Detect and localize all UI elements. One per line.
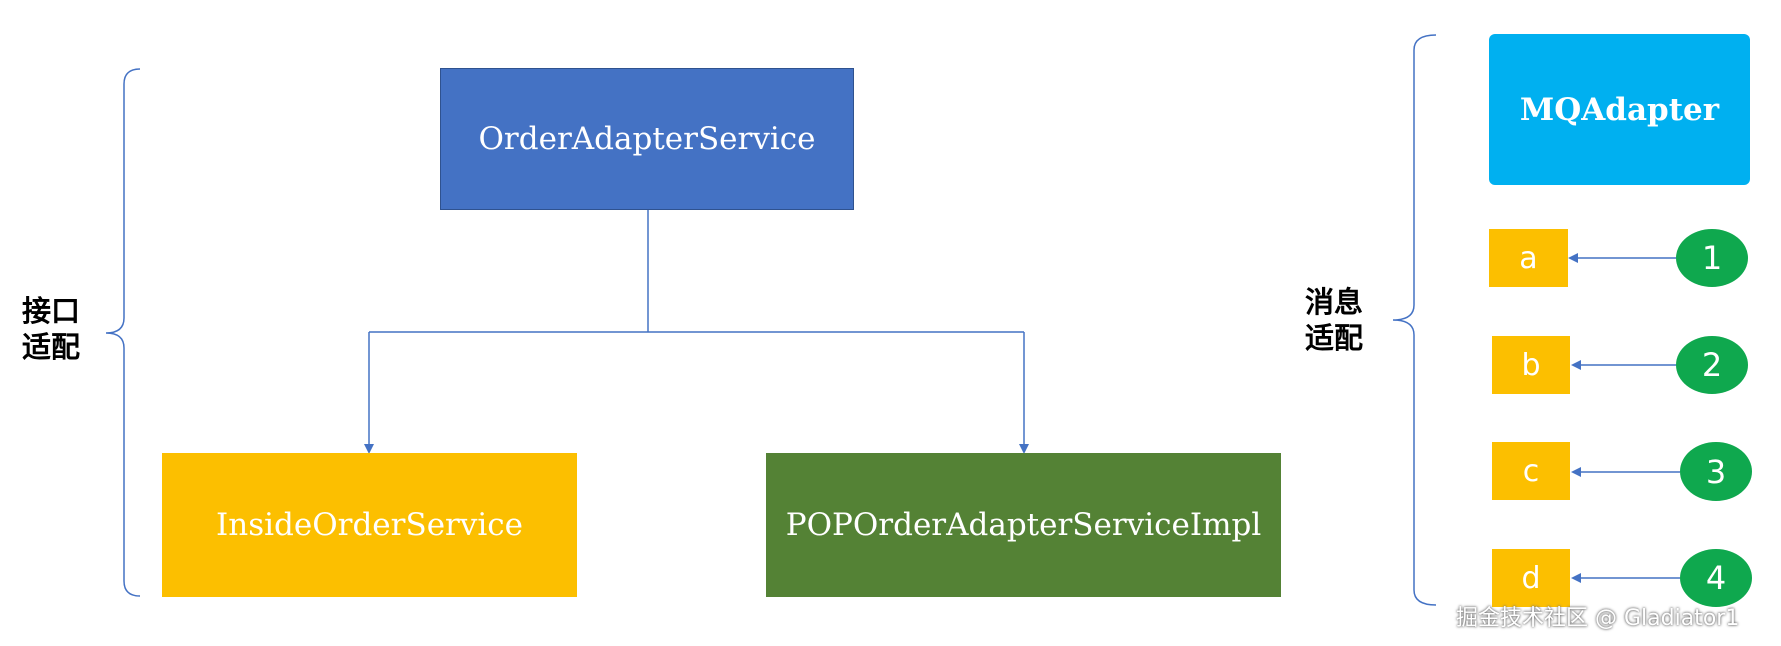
inside-order-service-node: InsideOrderService	[162, 453, 577, 597]
handler-c-label: c	[1522, 453, 1540, 489]
interface-brace	[105, 68, 141, 597]
source-1-circle: 1	[1676, 229, 1748, 287]
handler-d-box: d	[1492, 549, 1570, 607]
mq-adapter-node: MQAdapter	[1489, 34, 1750, 185]
handler-b-label: b	[1521, 347, 1541, 383]
interface-adaptation-label: 接口 适配	[22, 293, 92, 365]
mq-adapter-label: MQAdapter	[1519, 91, 1720, 128]
handler-c-box: c	[1492, 442, 1570, 500]
order-adapter-service-label: OrderAdapterService	[478, 121, 816, 157]
message-label-line2: 适配	[1305, 321, 1364, 355]
source-2-label: 2	[1701, 346, 1723, 384]
order-adapter-service-node: OrderAdapterService	[440, 68, 854, 210]
message-adaptation-label: 消息 适配	[1305, 284, 1375, 356]
handler-d-label: d	[1521, 560, 1541, 596]
interface-label-line1: 接口	[22, 294, 81, 328]
handler-a-label: a	[1519, 240, 1538, 276]
interface-label-line2: 适配	[22, 330, 81, 364]
source-4-label: 4	[1705, 559, 1727, 597]
handler-a-box: a	[1489, 229, 1568, 287]
message-brace	[1392, 34, 1437, 606]
handler-b-box: b	[1492, 336, 1570, 394]
inside-order-service-label: InsideOrderService	[215, 507, 523, 543]
pop-order-adapter-service-impl-label: POPOrderAdapterServiceImpl	[785, 507, 1262, 543]
source-4-circle: 4	[1680, 549, 1752, 607]
message-label-line1: 消息	[1305, 285, 1364, 319]
source-1-label: 1	[1701, 239, 1723, 277]
source-3-label: 3	[1705, 452, 1727, 491]
watermark: 掘金技术社区 @ Gladiator1	[1456, 606, 1740, 631]
source-2-circle: 2	[1676, 336, 1748, 394]
source-3-circle: 3	[1680, 442, 1752, 501]
pop-order-adapter-service-impl-node: POPOrderAdapterServiceImpl	[766, 453, 1281, 597]
